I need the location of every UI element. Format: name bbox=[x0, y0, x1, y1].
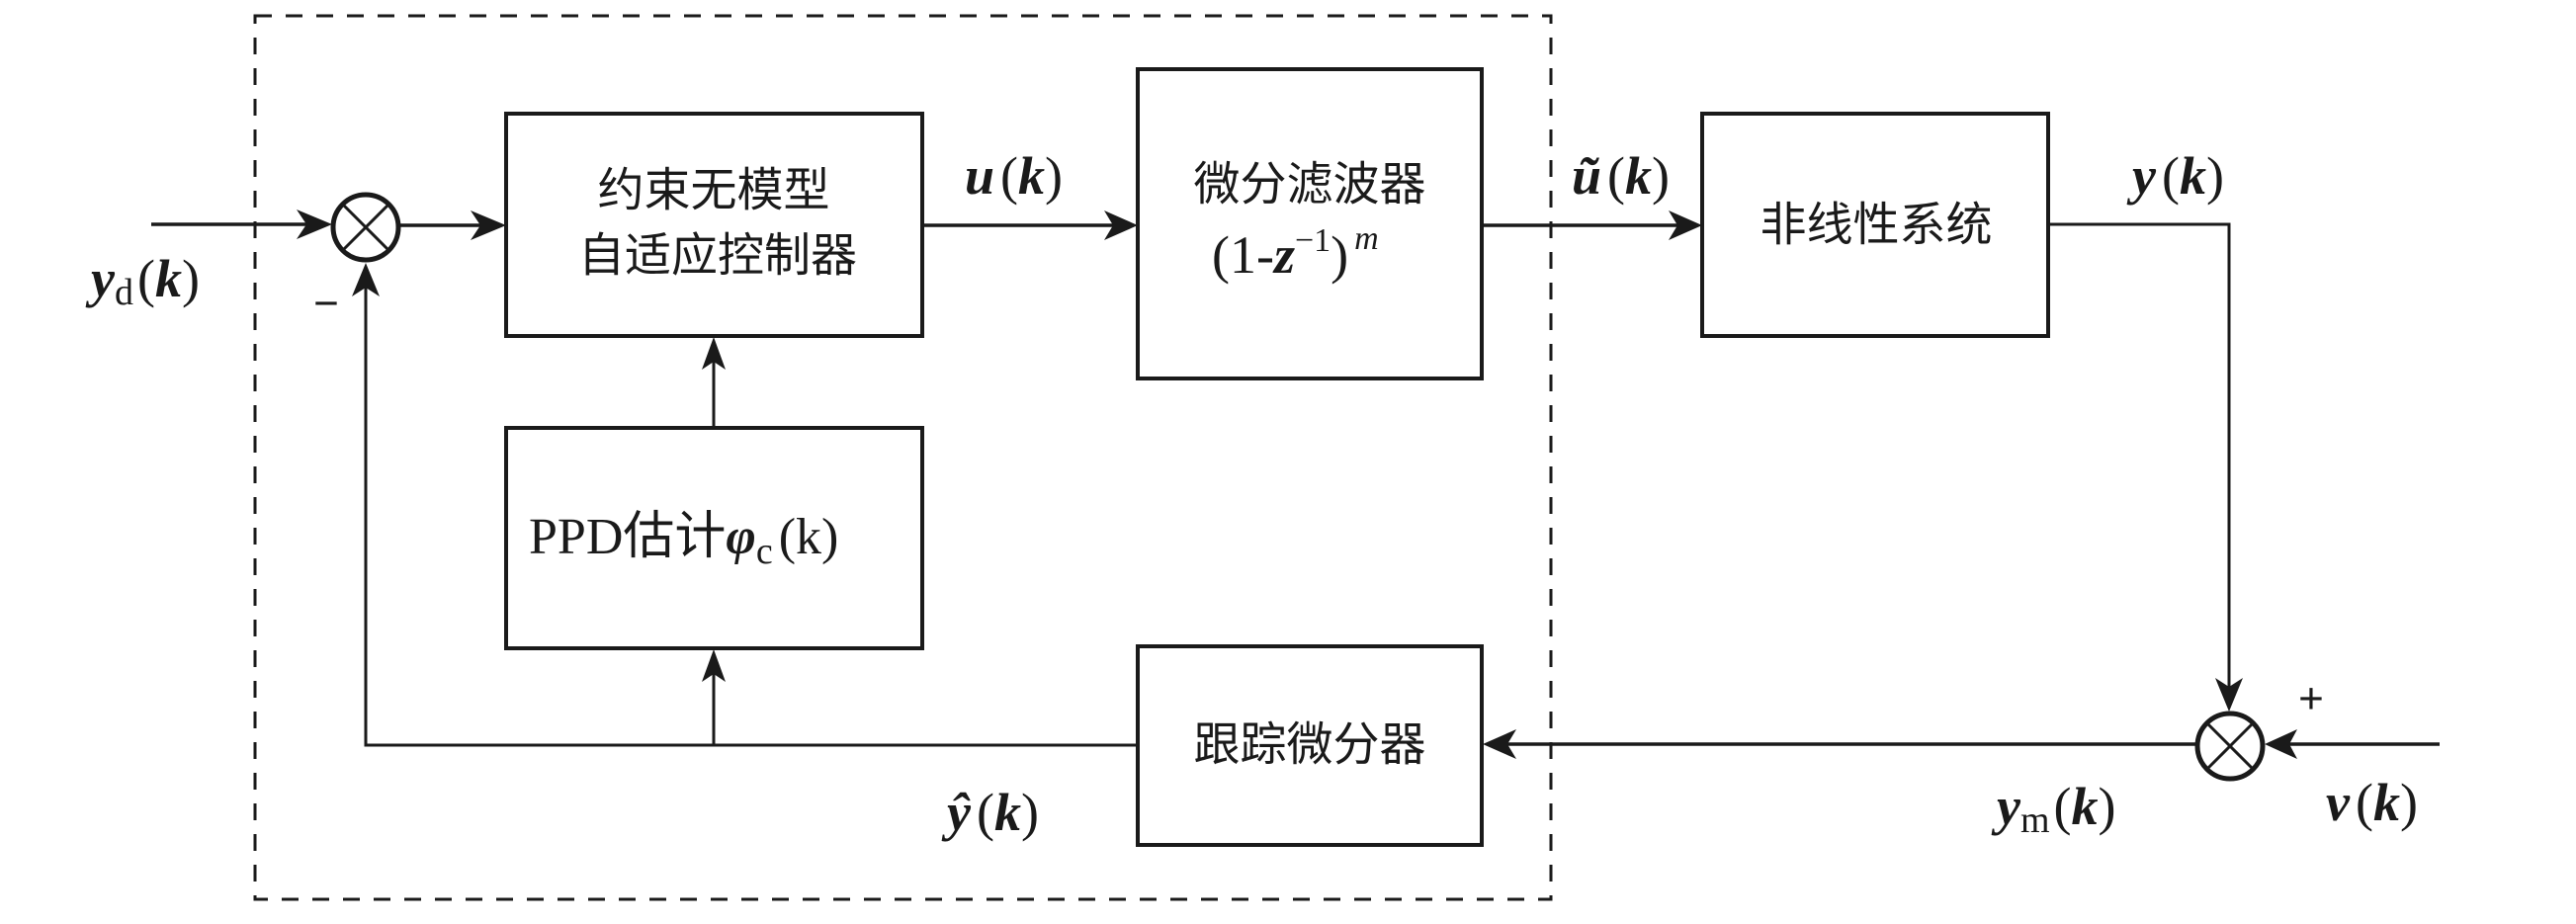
controller-label-line2: 自适应控制器 bbox=[578, 229, 857, 284]
block-tracking-differentiator[interactable] bbox=[1136, 644, 1484, 847]
sign-minus: − bbox=[313, 280, 339, 328]
arrowhead-to-ppd bbox=[702, 649, 726, 682]
arrowhead-filtered-control bbox=[1669, 210, 1702, 240]
controller-subsystem-boundary bbox=[253, 14, 1553, 901]
arrowhead-reference bbox=[297, 210, 332, 239]
label-output: y(k) bbox=[2126, 146, 2224, 206]
td-label: 跟踪微分器 bbox=[1194, 718, 1426, 773]
arrowhead-noise bbox=[2265, 729, 2297, 759]
plant-label: 非线性系统 bbox=[1760, 199, 1993, 253]
arrowhead-error bbox=[471, 210, 506, 240]
label-measured-output: ym(k) bbox=[1991, 777, 2116, 841]
block-controller[interactable] bbox=[504, 112, 924, 338]
filter-formula: (1-z−1)m bbox=[1212, 220, 1379, 285]
filter-label-line1: 微分滤波器 bbox=[1194, 158, 1426, 212]
arrowhead-ppd-to-controller bbox=[702, 337, 726, 370]
summing-junction-measurement[interactable] bbox=[2194, 711, 2266, 782]
label-reference: yd(k) bbox=[85, 249, 200, 313]
summing-junction-error[interactable] bbox=[330, 192, 401, 263]
label-control-u: u(k) bbox=[965, 146, 1063, 206]
block-nonlinear-system[interactable] bbox=[1700, 112, 2050, 338]
arrowhead-control-u bbox=[1104, 210, 1138, 240]
wire-estimated-output bbox=[364, 280, 1138, 747]
label-filtered-control: ũ(k) bbox=[1572, 146, 1670, 206]
label-estimated-output: ŷ(k) bbox=[941, 783, 1039, 842]
controller-label-line1: 约束无模型 bbox=[598, 164, 830, 218]
label-noise: v(k) bbox=[2326, 773, 2418, 832]
arrowhead-feedback bbox=[352, 263, 380, 296]
block-ppd-estimator[interactable] bbox=[504, 426, 924, 650]
arrowhead-measured-output bbox=[1483, 729, 1516, 759]
sign-plus: + bbox=[2298, 675, 2324, 723]
arrowhead-plant-output bbox=[2215, 678, 2243, 712]
ppd-label: PPD估计φc(k) bbox=[529, 509, 838, 572]
wire-plant-output bbox=[2048, 222, 2231, 697]
block-differential-filter[interactable] bbox=[1136, 67, 1484, 380]
